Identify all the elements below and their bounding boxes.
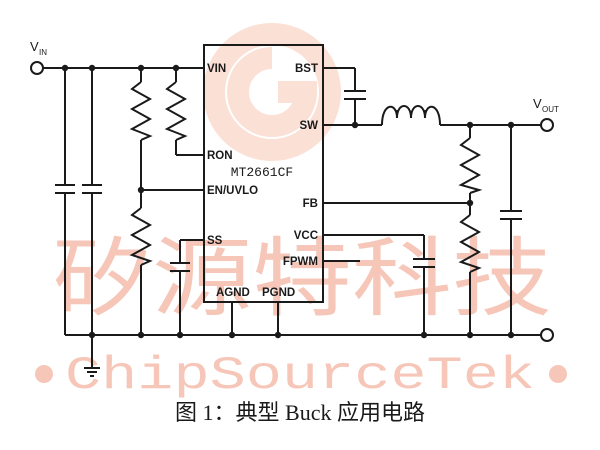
ic-part-number: MT2661CF [231, 165, 293, 180]
output-inductor-loops [381, 105, 441, 126]
input-capacitor-1 [55, 184, 75, 194]
pin-ron: RON [207, 150, 233, 162]
pin-bst: BST [295, 63, 318, 75]
svg-text:V: V [30, 39, 39, 54]
ground-icon [84, 367, 100, 377]
pin-fb: FB [303, 198, 318, 210]
feedback-bottom-resistor [458, 214, 482, 273]
pin-vcc: VCC [294, 230, 318, 242]
bst-capacitor [344, 90, 366, 100]
svg-text:V: V [533, 96, 542, 111]
ic-body [203, 44, 324, 303]
pin-vin: VIN [207, 63, 226, 75]
vin-label: V IN [30, 39, 47, 57]
uvlo-bottom-resistor [129, 207, 153, 266]
watermark: 矽源特科技 ChipSourceTek [35, 23, 567, 402]
ss-capacitor [170, 262, 190, 272]
figure-caption: 图 1：典型 Buck 应用电路 [175, 400, 425, 425]
watermark-dot-left [35, 365, 53, 383]
pin-agnd: AGND [216, 287, 250, 299]
watermark-chinese: 矽源特科技 [52, 231, 552, 327]
feedback-top-resistor [458, 137, 483, 194]
vout-terminal [540, 118, 554, 132]
ground-terminal [540, 328, 554, 342]
ron-resistor [164, 81, 188, 141]
input-capacitor-2 [82, 184, 102, 194]
pin-sw: SW [299, 120, 318, 132]
pin-fpwm: FPWM [283, 256, 318, 268]
pin-pgnd: PGND [262, 287, 295, 299]
watermark-logo-icon [203, 23, 341, 161]
ic-chip: MT2661CF VIN RON EN/UVLO SS AGND PGND BS… [203, 44, 324, 303]
watermark-dot-right [549, 365, 567, 383]
vin-terminal [30, 61, 44, 75]
vcc-capacitor [413, 258, 435, 268]
output-capacitor [500, 210, 522, 220]
uvlo-top-resistor [129, 81, 153, 141]
svg-text:IN: IN [39, 48, 47, 57]
svg-text:OUT: OUT [542, 105, 559, 114]
capacitors [55, 90, 522, 272]
pin-en-uvlo: EN/UVLO [207, 185, 258, 197]
watermark-english: ChipSourceTek [65, 350, 535, 402]
junctions [61, 64, 515, 339]
terminals [30, 61, 554, 342]
vout-label: V OUT [533, 96, 559, 114]
resistors [129, 81, 483, 273]
pin-ss: SS [207, 235, 223, 247]
